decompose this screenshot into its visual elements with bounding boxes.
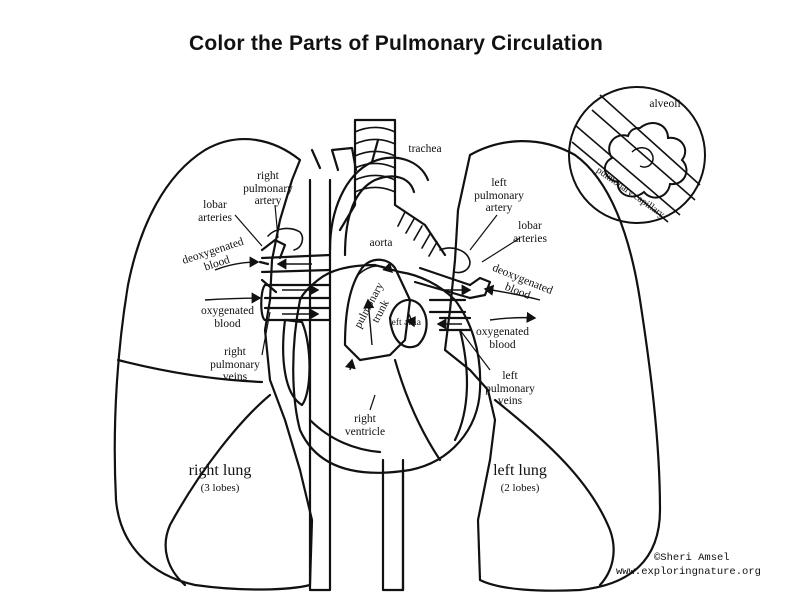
left-lung-fissure [493,398,615,587]
label-right-pulmonary-artery: right pulmonary artery [243,170,293,207]
leader-lines [234,204,521,411]
right-atrium [282,318,311,407]
label-right-lung-lobes: (3 lobes) [200,482,240,494]
label-right-ventricle: right ventricle [344,413,386,438]
label-left-atria: left atria [389,318,421,328]
left-lung-outline [443,140,662,592]
label-right-lung: right lung [188,462,252,479]
label-trachea: trachea [408,143,442,155]
label-oxygenated-blood-left: oxygenated blood [475,326,529,351]
credit-website: www.exploringnature.org [616,566,761,578]
right-lobar-artery-coil [267,227,304,251]
credit-author: ©Sheri Amsel [654,552,730,564]
left-pulmonary-veins [428,298,472,332]
heart-outline [292,263,482,474]
right-lung-fissure-horizontal [116,358,264,384]
label-left-pulmonary-veins: left pulmonary veins [485,370,535,407]
right-lung-fissure-oblique [164,393,272,587]
label-aorta: aorta [369,237,393,249]
label-left-pulmonary-artery: left pulmonary artery [474,177,524,214]
right-lung-outline [113,138,314,591]
label-left-lung: left lung [493,462,547,479]
label-lobar-arteries-right: lobar arteries [198,199,232,224]
alveoli-cluster [603,122,688,199]
left-atrium [388,298,428,349]
right-pulmonary-veins [263,283,332,322]
label-lobar-arteries-left: lobar arteries [513,220,547,245]
label-right-pulmonary-veins: right pulmonary veins [210,346,260,383]
pulmonary-trunk [343,258,412,362]
label-oxygenated-blood-right: oxygenated blood [200,305,254,330]
alveoli-inset [568,86,706,224]
descending-aorta [308,178,332,592]
vessel-below-heart [381,458,405,592]
trachea-outline [338,118,447,257]
interventricular-groove [393,358,442,462]
right-pulmonary-artery [260,253,332,274]
left-lobar-artery-coil [439,247,471,274]
label-alveoli: alveoli [649,98,681,110]
label-left-lung-lobes: (2 lobes) [500,482,540,494]
page-title: Color the Parts of Pulmonary Circulation [188,32,604,55]
flow-arrows [204,256,541,371]
